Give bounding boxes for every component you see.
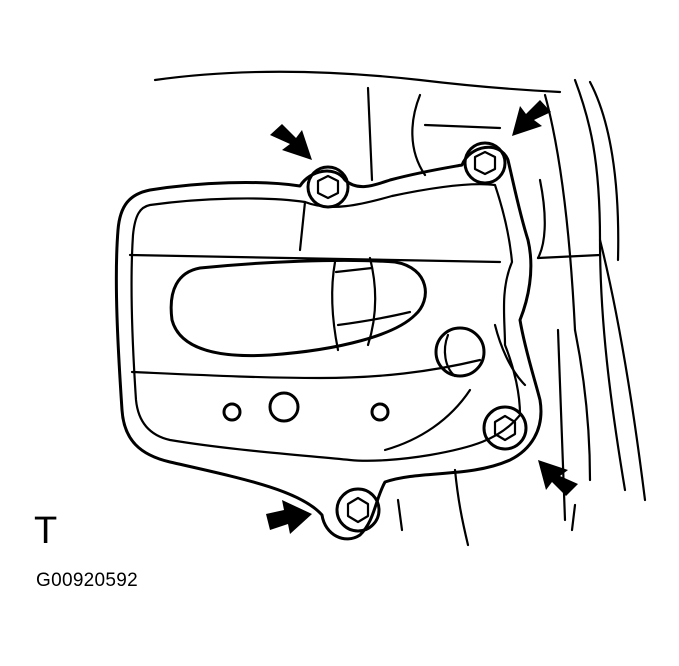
arrow-icon <box>538 460 578 496</box>
bolt-top-left <box>306 165 350 209</box>
bolt-bottom <box>335 487 381 533</box>
small-holes <box>222 391 390 423</box>
bolt-top-right <box>463 141 507 185</box>
background-structure <box>153 70 647 547</box>
arrow-icon <box>270 124 312 160</box>
cover-plate <box>114 145 543 541</box>
round-plug <box>434 326 486 378</box>
arrow-icon <box>266 500 312 534</box>
figure-code: G00920592 <box>36 570 139 591</box>
bolt-lower-right <box>482 405 528 451</box>
corner-label: T <box>34 510 58 552</box>
arrow-icon <box>512 100 551 136</box>
inspection-window <box>169 256 427 358</box>
